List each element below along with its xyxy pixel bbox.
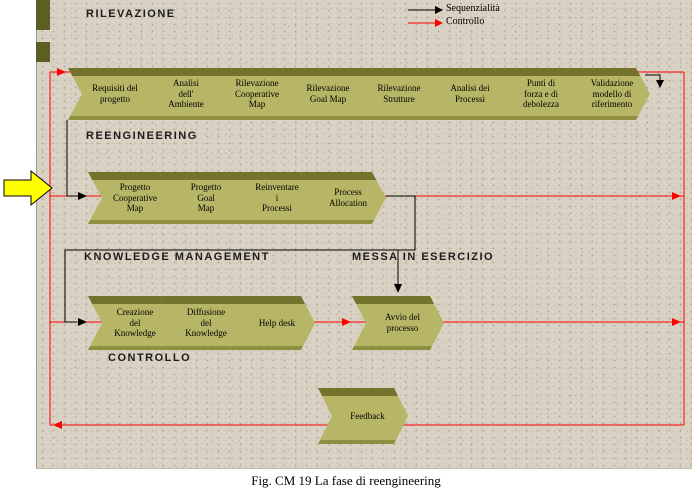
decorative-bar-bottom	[36, 42, 50, 62]
heading-rilevazione: RILEVAZIONE	[86, 8, 176, 20]
heading-controllo: CONTROLLO	[108, 352, 192, 364]
legend-control-label: Controllo	[446, 16, 485, 27]
heading-reengineering: REENGINEERING	[86, 130, 198, 142]
step-analisi-dei-processi: Analisi dei Processi	[423, 68, 508, 120]
step-rilevazione-cooperative-map: Rilevazione Cooperative Map	[210, 68, 295, 120]
heading-knowledge-management: KNOWLEDGE MANAGEMENT	[84, 251, 270, 263]
step-punti-di-forza-e-di-debolezza: Punti di forza e di debolezza	[494, 68, 579, 120]
step-rilevazione-goal-map: Rilevazione Goal Map	[281, 68, 366, 120]
step-feedback: Feedback	[318, 388, 408, 444]
legend-sequential-label: Sequenzialità	[446, 3, 500, 14]
figure-caption: Fig. CM 19 La fase di reengineering	[251, 473, 441, 488]
heading-messa-in-esercizio: MESSA IN ESERCIZIO	[352, 251, 495, 263]
step-requisiti-del-progetto: Requisiti del progetto	[68, 68, 153, 120]
step-analisi-dell-ambiente: Analisi dell' Ambiente	[139, 68, 224, 120]
decorative-bar-top	[36, 0, 50, 30]
step-validazione-modello-di-riferimento: Validazione modello di riferimento	[565, 68, 650, 120]
step-rilevazione-strutture: Rilevazione Strutture	[352, 68, 437, 120]
